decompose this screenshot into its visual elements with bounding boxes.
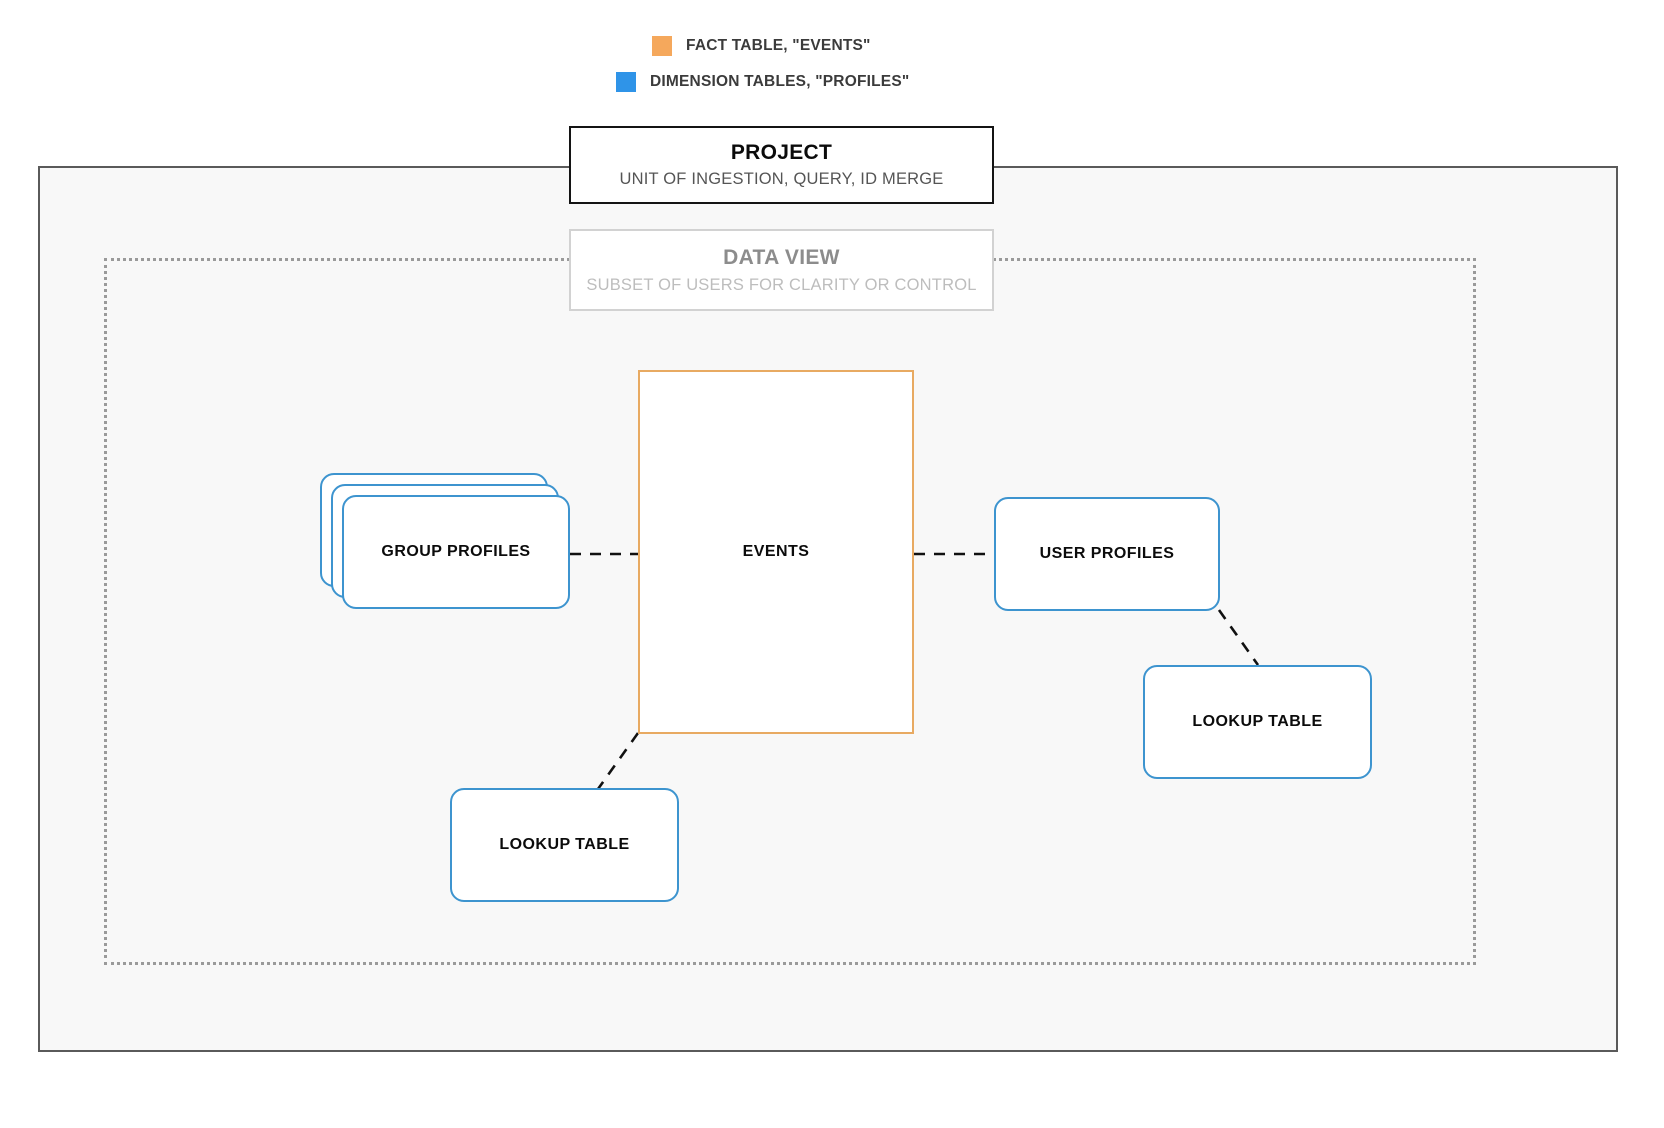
node-lookup-table-left[interactable]: LOOKUP TABLE bbox=[450, 788, 679, 902]
square-swatch-icon bbox=[616, 72, 636, 92]
legend-item-fact-table: FACT TABLE, "EVENTS" bbox=[652, 36, 871, 56]
node-group-profiles-label: GROUP PROFILES bbox=[381, 543, 531, 560]
legend-label-fact-table: FACT TABLE, "EVENTS" bbox=[686, 37, 871, 54]
project-title: PROJECT bbox=[730, 141, 833, 164]
data-view-title: DATA VIEW bbox=[723, 245, 840, 269]
project-subtitle: UNIT OF INGESTION, QUERY, ID MERGE bbox=[619, 170, 944, 188]
node-user-profiles[interactable]: USER PROFILES bbox=[994, 497, 1220, 611]
data-view-subtitle: SUBSET OF USERS FOR CLARITY OR CONTROL bbox=[586, 275, 977, 294]
node-user-profiles-label: USER PROFILES bbox=[1039, 545, 1175, 562]
node-lookup-table-left-label: LOOKUP TABLE bbox=[499, 836, 630, 853]
node-lookup-table-right-label: LOOKUP TABLE bbox=[1192, 713, 1323, 730]
node-group-profiles[interactable]: GROUP PROFILES bbox=[320, 473, 570, 609]
legend-item-dimension-tables: DIMENSION TABLES, "PROFILES" bbox=[616, 72, 909, 92]
node-lookup-table-right[interactable]: LOOKUP TABLE bbox=[1143, 665, 1372, 779]
stack-card-front: GROUP PROFILES bbox=[342, 495, 570, 609]
node-events-label: EVENTS bbox=[742, 543, 810, 560]
project-label-box: PROJECT UNIT OF INGESTION, QUERY, ID MER… bbox=[569, 126, 994, 204]
node-events[interactable]: EVENTS bbox=[638, 370, 914, 734]
square-swatch-icon bbox=[652, 36, 672, 56]
legend-label-dimension-tables: DIMENSION TABLES, "PROFILES" bbox=[650, 73, 910, 90]
data-view-label-box: DATA VIEW SUBSET OF USERS FOR CLARITY OR… bbox=[569, 229, 994, 311]
